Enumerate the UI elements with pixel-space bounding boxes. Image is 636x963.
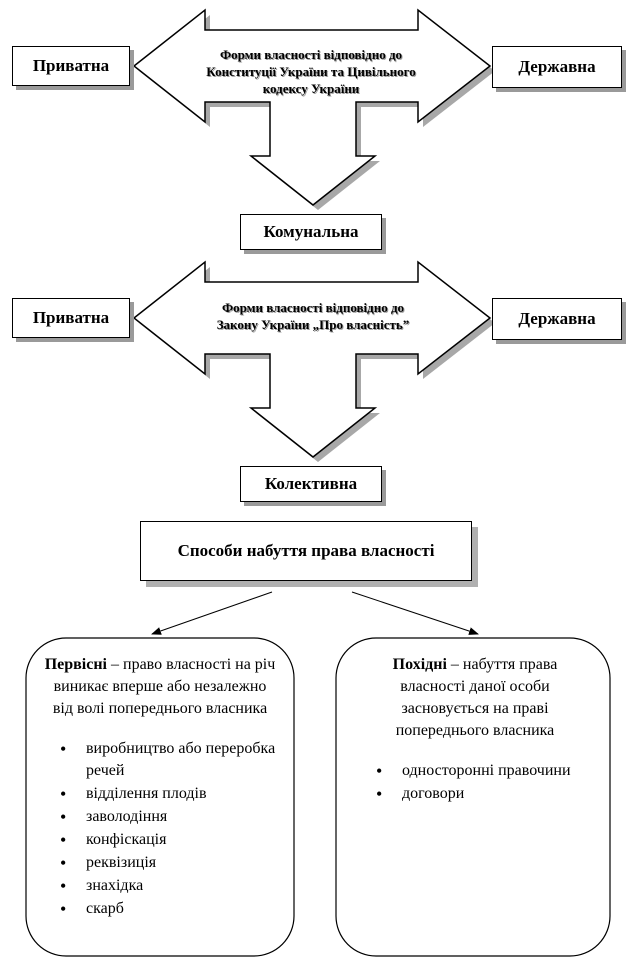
original-panel: Первісні – право власності на річ виника… (44, 654, 276, 921)
original-description: Первісні – право власності на річ виника… (44, 654, 276, 720)
list-item: відділення плодів (44, 783, 276, 805)
derivative-list: односторонні правочини договори (360, 760, 590, 805)
connector-right (351, 591, 479, 635)
private-label-2: Приватна (32, 308, 110, 327)
original-list: виробництво або переробка речей відділен… (44, 738, 276, 920)
arrow-caption-1: Форми власності відповідно до Конституці… (206, 47, 416, 96)
derivative-text: – набуття права власності даної особи за… (395, 656, 558, 739)
communal-box: Комунальна (240, 214, 382, 250)
state-label-1: Державна (518, 57, 596, 76)
derivative-description: Похідні – набуття права власності даної … (360, 654, 590, 742)
list-item: скарб (44, 898, 276, 920)
arrow-caption-2: Форми власності відповідно до Закону Укр… (216, 300, 410, 332)
original-term: Первісні (44, 656, 107, 673)
list-item: конфіскація (44, 829, 276, 851)
acquisition-title: Способи набуття права власності (177, 541, 435, 560)
state-box-1: Державна (492, 46, 622, 88)
list-item: реквізиція (44, 852, 276, 874)
derivative-panel: Похідні – набуття права власності даної … (360, 654, 590, 806)
state-box-2: Державна (492, 298, 622, 340)
original-text: – право власності на річ виникає вперше … (52, 656, 276, 717)
list-item: договори (360, 783, 590, 805)
derivative-term: Похідні (392, 656, 447, 673)
list-item: заволодіння (44, 806, 276, 828)
collective-box: Колективна (240, 466, 382, 502)
collective-label: Колективна (264, 474, 358, 493)
private-label-1: Приватна (32, 56, 110, 75)
list-item: знахідка (44, 875, 276, 897)
private-box-2: Приватна (12, 298, 130, 338)
state-label-2: Державна (518, 309, 596, 328)
three-way-arrow-2 (132, 260, 495, 462)
connector-left (151, 591, 273, 635)
list-item: односторонні правочини (360, 760, 590, 782)
list-item: виробництво або переробка речей (44, 738, 276, 782)
communal-label: Комунальна (263, 222, 359, 241)
acquisition-title-box: Способи набуття права власності (140, 521, 472, 581)
three-way-arrow-1 (132, 8, 495, 210)
private-box-1: Приватна (12, 46, 130, 86)
